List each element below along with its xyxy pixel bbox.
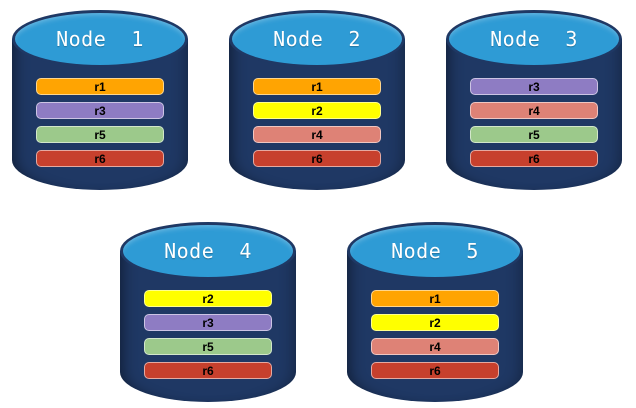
replica-bar: r2 — [253, 102, 381, 119]
node-4-cylinder: Node 4 r2 r3 r5 r6 — [120, 222, 296, 402]
replica-bar: r5 — [144, 338, 272, 355]
replica-bar: r1 — [253, 78, 381, 95]
cylinder-top-surface: Node 1 — [15, 13, 185, 65]
replica-bar: r4 — [371, 338, 499, 355]
cylinder-top-surface: Node 4 — [123, 225, 293, 277]
replica-bar: r2 — [371, 314, 499, 331]
replica-bar: r4 — [253, 126, 381, 143]
cylinder-top-rim: Node 5 — [347, 222, 523, 280]
node-title: Node 2 — [273, 27, 361, 51]
cylinder-top-rim: Node 4 — [120, 222, 296, 280]
replica-bar: r4 — [470, 102, 598, 119]
replica-bar: r2 — [144, 290, 272, 307]
replica-bar: r3 — [470, 78, 598, 95]
replica-list: r3 r4 r5 r6 — [446, 78, 622, 167]
cylinder-top-surface: Node 3 — [449, 13, 619, 65]
replica-bar: r6 — [253, 150, 381, 167]
replica-list: r2 r3 r5 r6 — [120, 290, 296, 379]
replica-bar: r1 — [36, 78, 164, 95]
cylinder-top-surface: Node 5 — [350, 225, 520, 277]
node-title: Node 1 — [56, 27, 144, 51]
cylinder-top-rim: Node 2 — [229, 10, 405, 68]
replica-bar: r1 — [371, 290, 499, 307]
replica-bar: r5 — [36, 126, 164, 143]
replica-list: r1 r2 r4 r6 — [347, 290, 523, 379]
replica-list: r1 r3 r5 r6 — [12, 78, 188, 167]
replica-bar: r3 — [144, 314, 272, 331]
cylinder-top-surface: Node 2 — [232, 13, 402, 65]
replica-bar: r5 — [470, 126, 598, 143]
replica-list: r1 r2 r4 r6 — [229, 78, 405, 167]
replica-bar: r6 — [470, 150, 598, 167]
cylinder-top-rim: Node 1 — [12, 10, 188, 68]
cylinder-top-rim: Node 3 — [446, 10, 622, 68]
node-5-cylinder: Node 5 r1 r2 r4 r6 — [347, 222, 523, 402]
node-title: Node 3 — [490, 27, 578, 51]
replica-bar: r6 — [36, 150, 164, 167]
replica-bar: r6 — [371, 362, 499, 379]
replica-bar: r6 — [144, 362, 272, 379]
node-title: Node 5 — [391, 239, 479, 263]
node-1-cylinder: Node 1 r1 r3 r5 r6 — [12, 10, 188, 190]
replica-bar: r3 — [36, 102, 164, 119]
node-3-cylinder: Node 3 r3 r4 r5 r6 — [446, 10, 622, 190]
node-title: Node 4 — [164, 239, 252, 263]
node-2-cylinder: Node 2 r1 r2 r4 r6 — [229, 10, 405, 190]
